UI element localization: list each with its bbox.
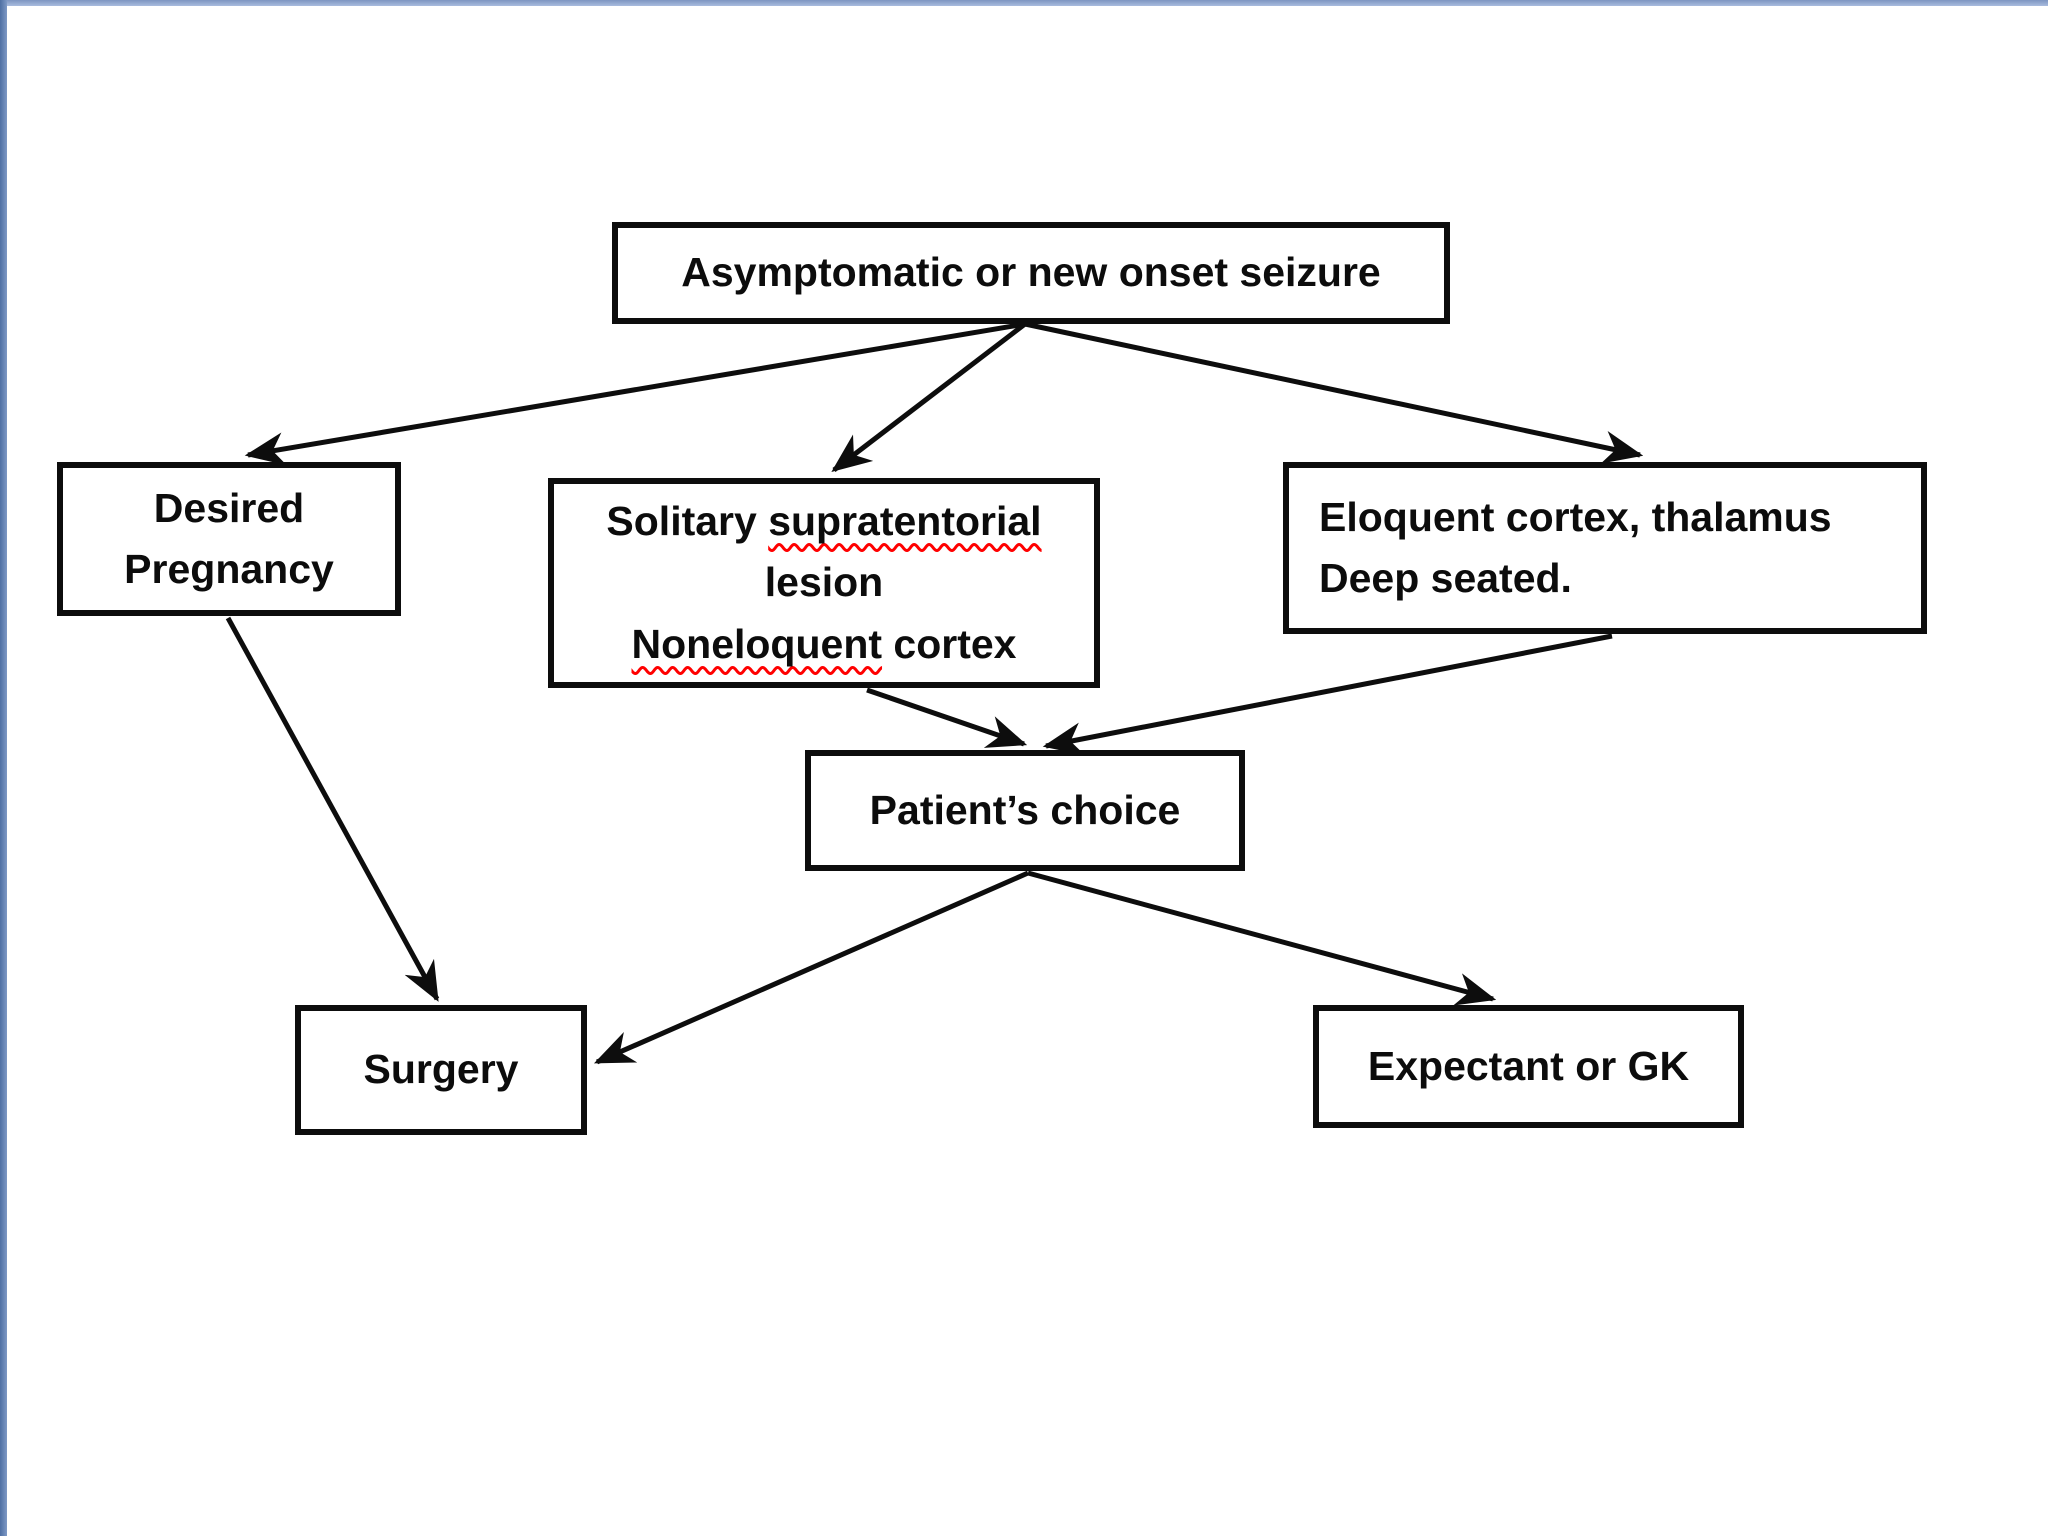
edge-seizure-to-eloquent bbox=[1024, 321, 1644, 464]
node-label: Eloquent cortex, thalamus Deep seated. bbox=[1319, 493, 1832, 602]
node-desired-pregnancy: Desired Pregnancy bbox=[57, 462, 401, 616]
node-label: Surgery bbox=[363, 1046, 519, 1093]
node-label: Patient’s choice bbox=[869, 786, 1181, 833]
edge-solitary-to-patient bbox=[866, 687, 1028, 748]
edge-patient-to-surgery bbox=[593, 870, 1030, 1065]
node-surgery: Surgery bbox=[295, 1005, 587, 1135]
slide-left-edge bbox=[0, 0, 7, 1536]
node-patients-choice: Patient’s choice bbox=[805, 750, 1245, 871]
node-asymptomatic-or-new-onset-seizure: Asymptomatic or new onset seizure bbox=[612, 222, 1450, 324]
node-label: Asymptomatic or new onset seizure bbox=[681, 249, 1381, 296]
node-label: Expectant or GK bbox=[1367, 1042, 1690, 1089]
edge-pregnancy-to-surgery bbox=[225, 616, 440, 1002]
spellcheck-word: Noneloquent bbox=[631, 620, 883, 667]
edge-eloquent-to-patient bbox=[1042, 633, 1613, 756]
spellcheck-word: supratentorial bbox=[768, 497, 1042, 544]
edge-seizure-to-solitary bbox=[831, 322, 1027, 473]
edge-seizure-to-pregnancy bbox=[244, 321, 1026, 466]
node-eloquent-cortex-thalamus: Eloquent cortex, thalamus Deep seated. bbox=[1283, 462, 1927, 634]
edge-patient-to-expectant bbox=[1027, 870, 1497, 1006]
node-label: Desired Pregnancy bbox=[124, 484, 334, 593]
node-expectant-or-gk: Expectant or GK bbox=[1313, 1005, 1744, 1128]
slide-top-edge bbox=[0, 0, 2048, 6]
node-label: Solitary supratentorial lesion Noneloque… bbox=[606, 497, 1042, 667]
node-solitary-supratentorial-lesion: Solitary supratentorial lesion Noneloque… bbox=[548, 478, 1100, 688]
